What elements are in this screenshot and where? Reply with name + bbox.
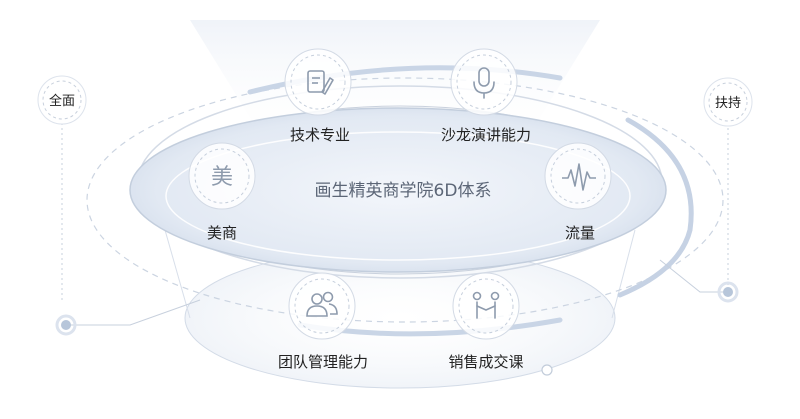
- node-label: 团队管理能力: [278, 353, 368, 371]
- team-users-icon: [306, 291, 338, 317]
- node-salon-speech: 沙龙演讲能力: [441, 48, 531, 144]
- node-sales-closing: 销售成交课: [448, 272, 524, 371]
- center-title: 画生精英商学院6D体系: [315, 181, 492, 201]
- right-connector-dot: [723, 287, 733, 297]
- node-beauty-business: 美 美商: [188, 142, 256, 242]
- left-connector-dot: [61, 320, 71, 330]
- waveform-icon: [562, 163, 596, 191]
- node-label: 美商: [207, 224, 237, 242]
- handshake-people-icon: [472, 291, 500, 319]
- left-badge-label: 全面: [49, 93, 75, 109]
- node-label: 流量: [565, 224, 595, 242]
- outer-dashed-orbit: [86, 77, 724, 323]
- right-badge: 扶持: [703, 77, 753, 127]
- node-label: 销售成交课: [448, 353, 523, 371]
- node-traffic: 流量: [544, 142, 612, 242]
- node-team-management: 团队管理能力: [278, 272, 368, 371]
- node-tech-skill: 技术专业: [284, 48, 352, 144]
- beauty-character-icon: 美: [211, 165, 233, 190]
- node-label: 沙龙演讲能力: [441, 126, 531, 144]
- bottom-small-circle: [541, 364, 553, 376]
- main-disc: [129, 107, 667, 273]
- microphone-icon: [473, 67, 495, 99]
- right-badge-label: 扶持: [715, 96, 741, 111]
- inner-disc-ring: [165, 131, 631, 261]
- accent-arc-right: [617, 117, 694, 298]
- left-badge: 全面: [37, 75, 87, 125]
- document-edit-icon: [307, 70, 334, 95]
- node-label: 技术专业: [290, 126, 350, 144]
